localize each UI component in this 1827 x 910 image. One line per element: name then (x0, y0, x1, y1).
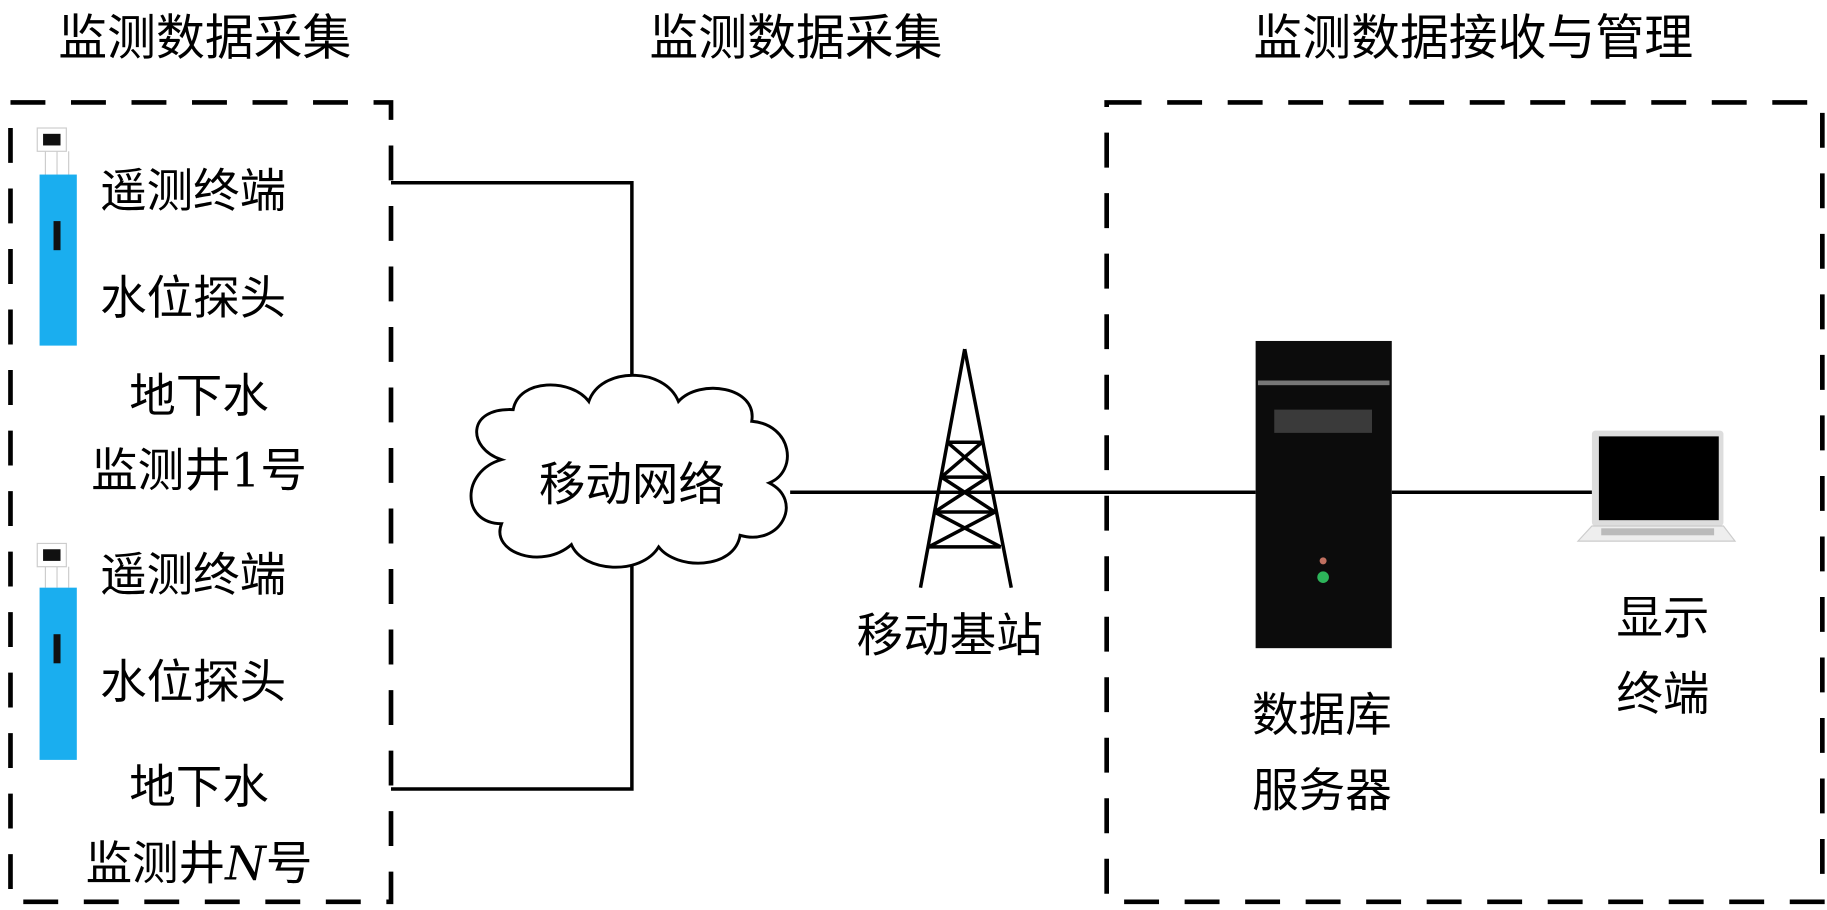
well1-probe-label: 水位探头 (100, 271, 286, 325)
wellN-var: N (224, 837, 268, 891)
wellN-prefix: 监测井 (86, 837, 226, 891)
well1-name-line2: 监测井1号 (91, 443, 307, 497)
well1-name-line1: 地下水 (129, 369, 269, 423)
mobile-network-cloud-icon (469, 373, 789, 569)
well1-terminal-label: 遥测终端 (100, 164, 286, 218)
wellN-probe-label: 水位探头 (100, 655, 286, 709)
server-label-line1: 数据库 (1252, 688, 1392, 742)
base-station-tower-icon (918, 348, 1013, 588)
well-sensor-icon (36, 542, 77, 760)
well-sensor-icon (36, 127, 77, 346)
management-group-box (1104, 100, 1825, 905)
laptop-display-icon (1576, 430, 1737, 542)
mobile-network-label: 移动网络 (539, 457, 725, 511)
display-label-line2: 终端 (1616, 667, 1709, 721)
title-right: 监测数据接收与管理 (1253, 10, 1693, 67)
title-middle: 监测数据采集 (649, 10, 942, 67)
connection-lines (391, 180, 1592, 791)
wellN-name-line1: 地下水 (129, 760, 269, 814)
title-left: 监测数据采集 (58, 10, 351, 67)
display-label-line1: 显示 (1616, 591, 1709, 645)
wellN-suffix: 号 (266, 837, 313, 891)
base-station-label: 移动基站 (857, 609, 1043, 663)
collection-group-box (8, 100, 394, 905)
wellN-terminal-label: 遥测终端 (100, 548, 286, 602)
database-server-icon (1255, 340, 1392, 649)
wellN-name-line2: 监测井N号 (86, 837, 313, 891)
server-label-line2: 服务器 (1252, 763, 1392, 817)
